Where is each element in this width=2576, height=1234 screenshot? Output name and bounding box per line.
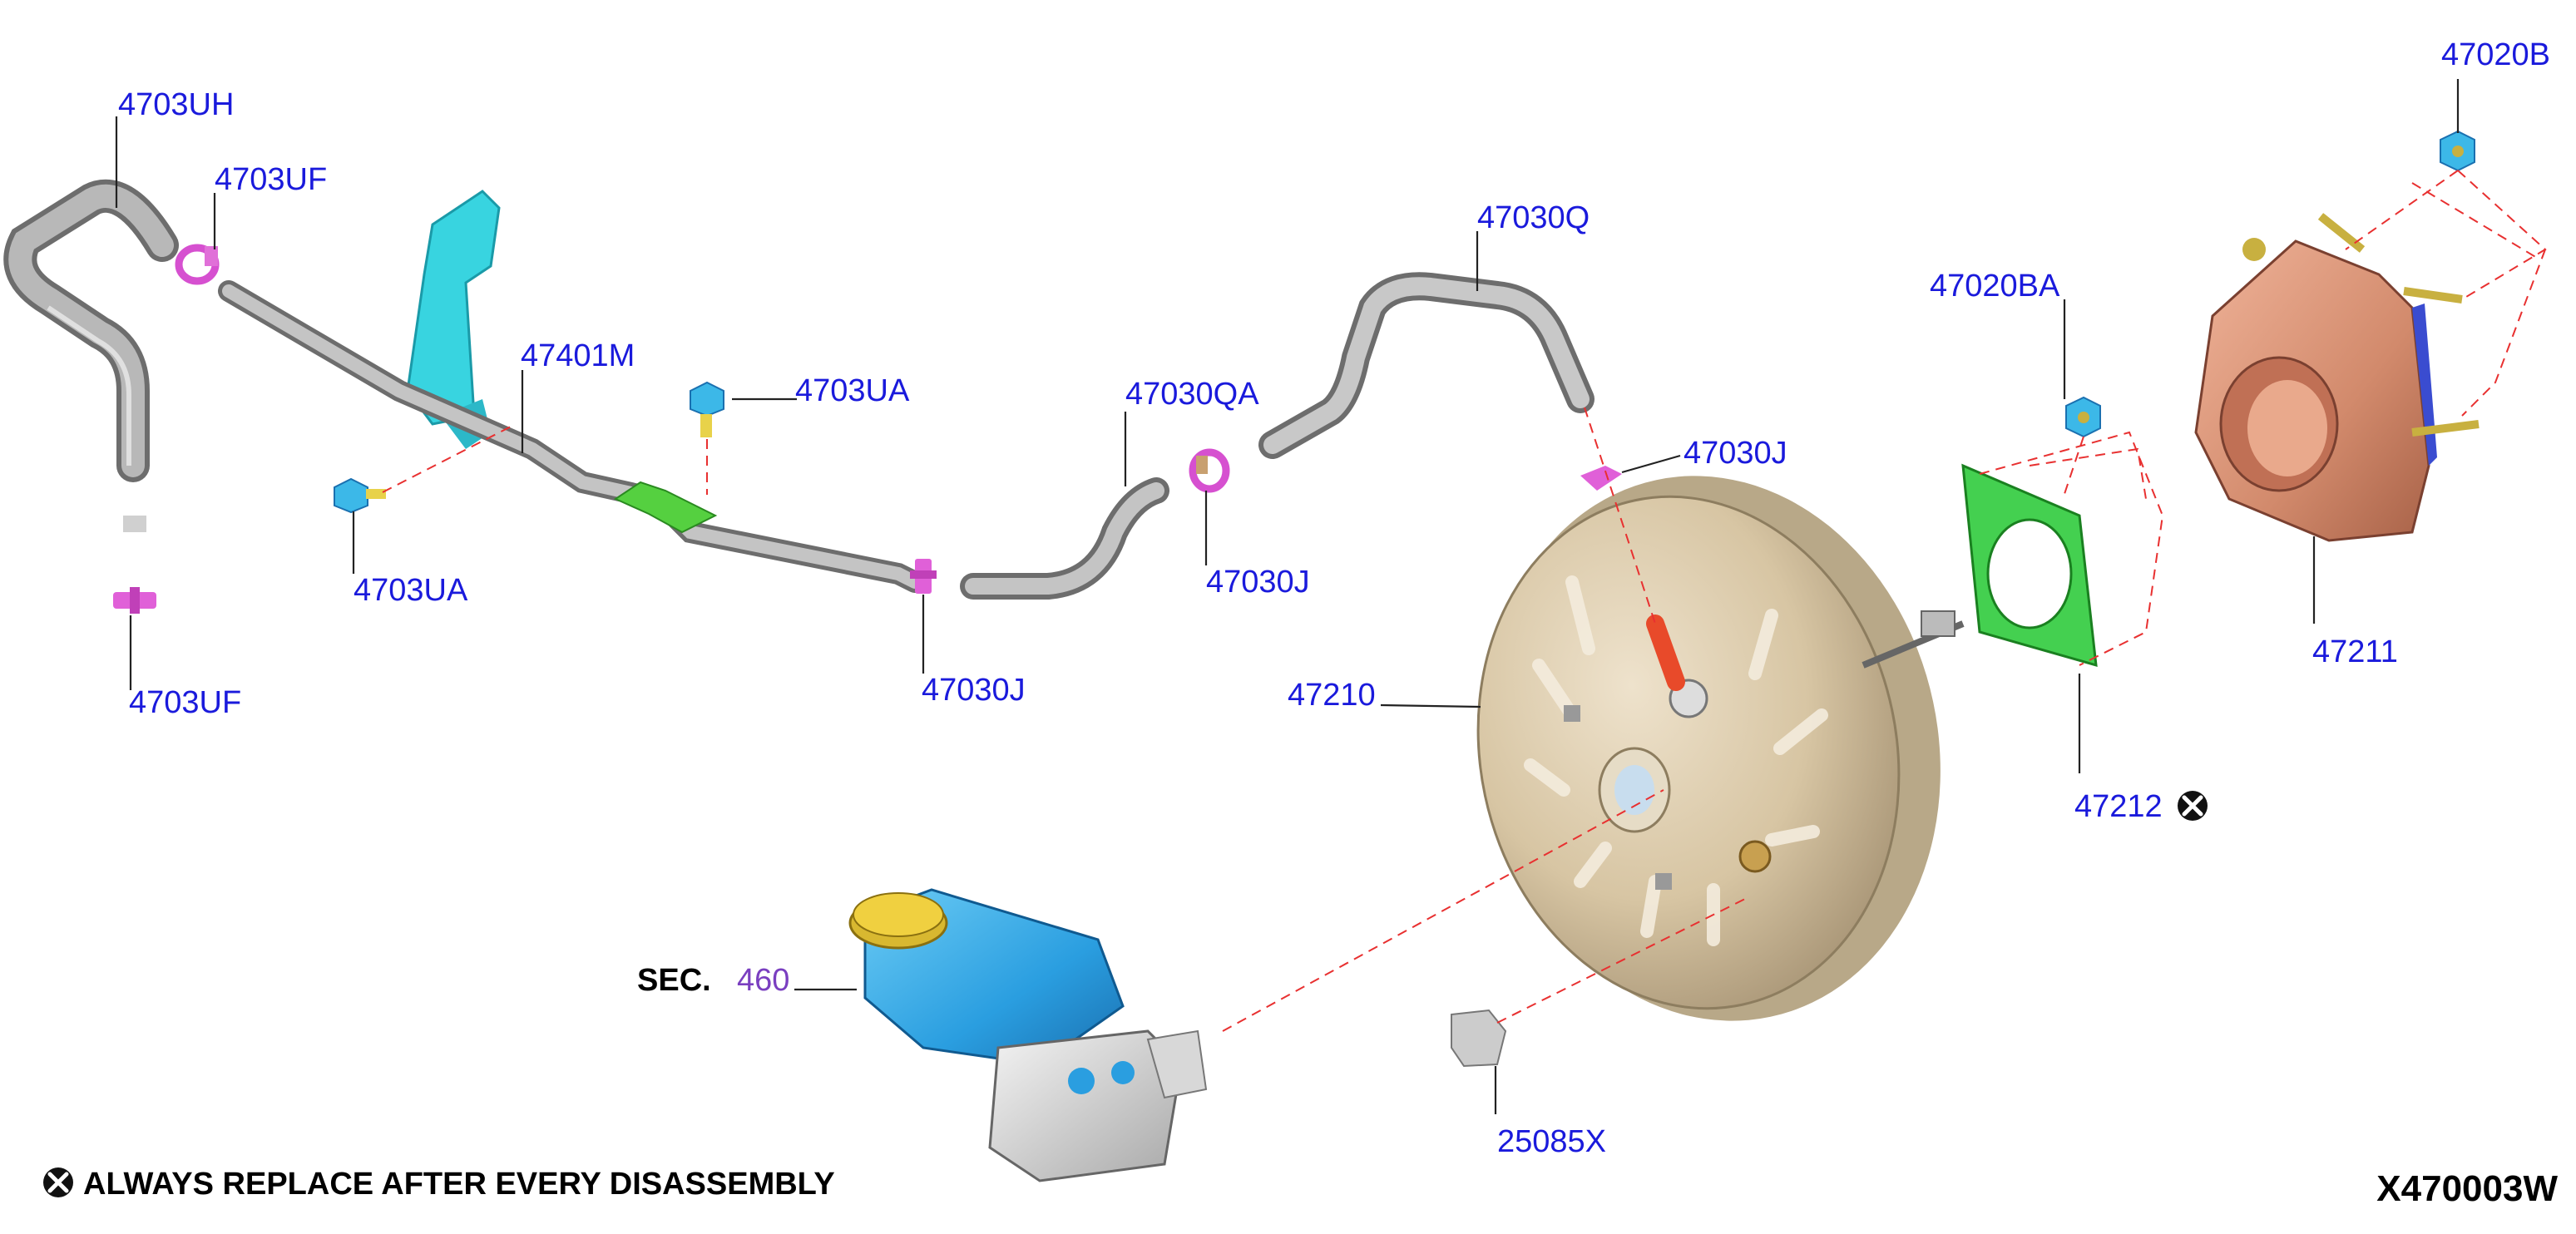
screw-4703UA-left[interactable]: [334, 477, 386, 514]
callout-25085X[interactable]: 25085X: [1497, 1124, 1606, 1159]
alignment-lines: [382, 170, 2547, 1032]
callout-47030J-mid[interactable]: 47030J: [922, 673, 1026, 708]
replace-marker-icon: [2178, 791, 2208, 821]
callout-4703UA-left[interactable]: 4703UA: [354, 573, 468, 608]
section-ref-prefix: SEC.: [637, 963, 711, 998]
legend-replace-icon: [43, 1167, 73, 1197]
callout-47030Q[interactable]: 47030Q: [1477, 200, 1590, 235]
clip-47030J-clamp[interactable]: [1189, 448, 1230, 493]
clip-47030J-mid[interactable]: [910, 559, 937, 594]
clip-4703UF-top[interactable]: [175, 244, 220, 285]
booster-spacer-47211[interactable]: [2194, 213, 2480, 542]
callout-47030QA[interactable]: 47030QA: [1125, 377, 1259, 412]
callout-47210[interactable]: 47210: [1288, 678, 1376, 713]
section-ref-number[interactable]: 460: [737, 963, 789, 998]
callout-47401M[interactable]: 47401M: [521, 338, 635, 373]
hose-clamp-bracket[interactable]: [613, 481, 718, 534]
screw-4703UA-right[interactable]: [690, 381, 724, 437]
hose-4703UH[interactable]: [3, 179, 179, 532]
leader-lines: [115, 79, 2460, 1114]
nut-47020BA[interactable]: [2065, 396, 2101, 438]
callout-47030J-clamp[interactable]: 47030J: [1206, 565, 1310, 600]
callout-47212[interactable]: 47212: [2074, 789, 2163, 824]
sensor-25085X[interactable]: [1451, 1009, 1507, 1068]
legend-note: ALWAYS REPLACE AFTER EVERY DISASSEMBLY: [83, 1167, 835, 1202]
clip-4703UF-bottom[interactable]: [113, 587, 156, 614]
nut-47020B[interactable]: [2440, 130, 2475, 172]
callout-47030J-top[interactable]: 47030J: [1684, 436, 1787, 471]
callout-47020BA[interactable]: 47020BA: [1930, 269, 2060, 304]
clip-47030J-top[interactable]: [1580, 466, 1622, 491]
brake-booster-47210[interactable]: [1431, 433, 1990, 1064]
callout-47211[interactable]: 47211: [2312, 634, 2398, 669]
callout-4703UF-bottom[interactable]: 4703UF: [129, 685, 241, 720]
master-cylinder-assembly[interactable]: [848, 888, 1208, 1182]
vacuum-hose-47401M[interactable]: [218, 280, 1169, 600]
callout-47020B[interactable]: 47020B: [2441, 37, 2550, 72]
hose-47030Q[interactable]: [1258, 272, 1595, 459]
gasket-47212[interactable]: [1961, 463, 2098, 668]
figure-id: X470003W: [2376, 1168, 2558, 1209]
callout-4703UH[interactable]: 4703UH: [118, 87, 234, 122]
callout-4703UF-top[interactable]: 4703UF: [215, 162, 327, 197]
callout-4703UA-right[interactable]: 4703UA: [795, 373, 910, 408]
